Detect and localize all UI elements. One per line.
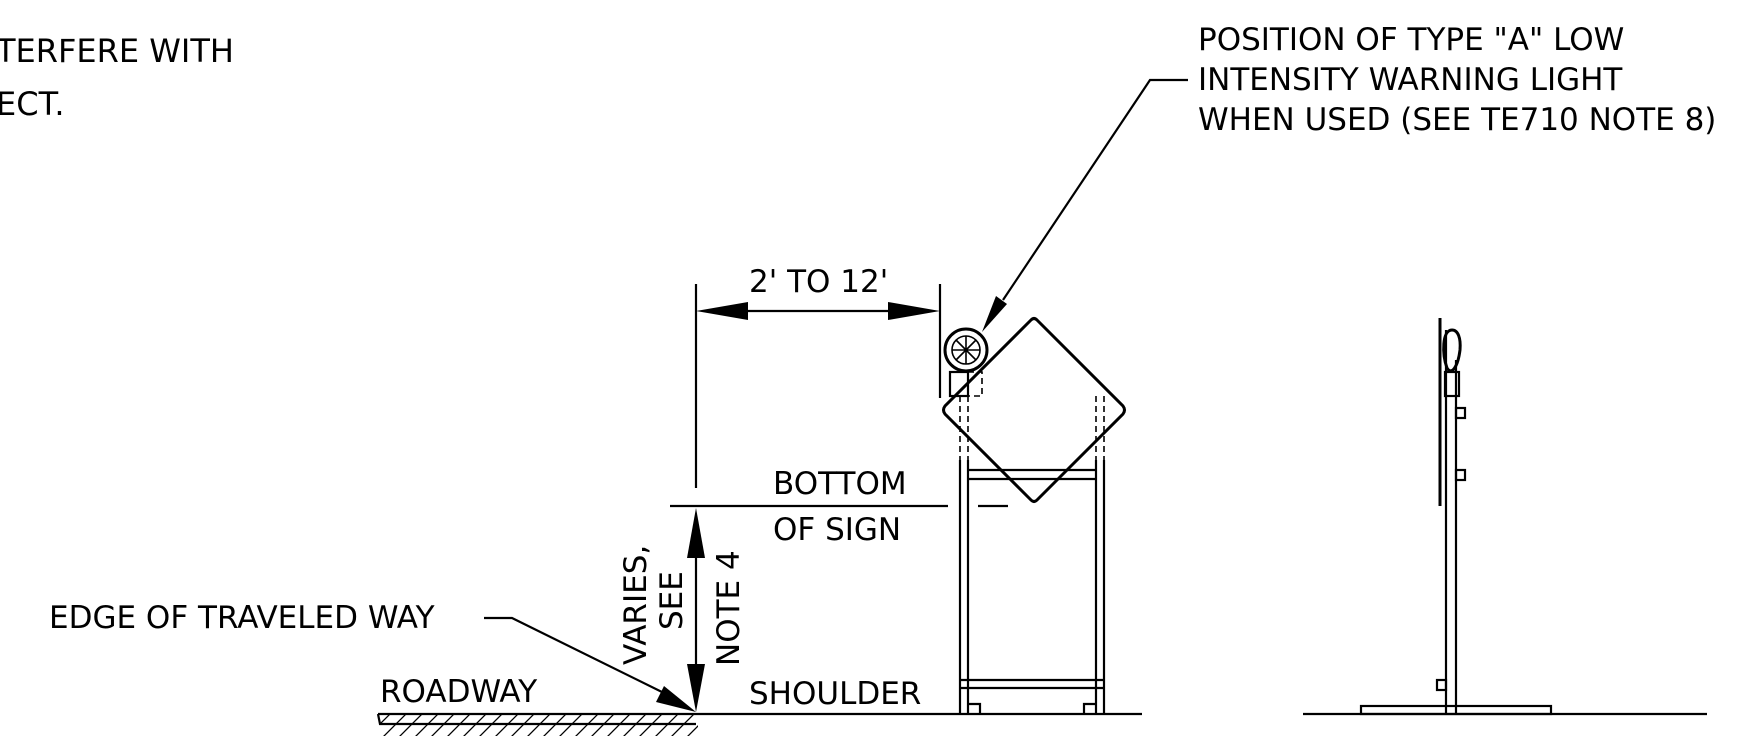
right-foot	[1082, 702, 1096, 714]
side-warning-light-icon	[1442, 328, 1462, 373]
edge-of-traveled-way: EDGE OF TRAVELED WAY	[49, 600, 696, 712]
warning-light-callout: POSITION OF TYPE "A" LOW INTENSITY WARNI…	[982, 22, 1716, 332]
offset-dimension-label: 2' TO 12'	[749, 264, 888, 300]
bottom-of-sign-label-2: OF SIGN	[773, 512, 901, 548]
callout-arrowhead	[982, 296, 1007, 332]
side-clip-base	[1435, 678, 1448, 692]
callout-line-2: INTENSITY WARNING LIGHT	[1198, 62, 1623, 98]
note-line-2: ECT.	[0, 85, 64, 123]
offset-arrow-right	[888, 302, 940, 320]
diamond-sign-face	[942, 317, 1126, 503]
roadway-label: ROADWAY	[380, 674, 537, 710]
left-foot	[968, 702, 982, 714]
height-dimension: VARIES, SEE NOTE 4	[618, 508, 747, 712]
bottom-of-sign-reference: BOTTOM OF SIGN	[670, 466, 1008, 548]
bottom-of-sign-label-1: BOTTOM	[773, 466, 907, 502]
light-mount-hidden	[967, 371, 983, 397]
note-line-1: TERFERE WITH	[0, 32, 234, 70]
general-note: TERFERE WITH ECT.	[0, 32, 234, 123]
warning-light-icon	[943, 327, 989, 373]
edge-arrowhead	[656, 686, 696, 712]
height-label-2: SEE	[654, 571, 690, 630]
callout-line-3: WHEN USED (SEE TE710 NOTE 8)	[1198, 102, 1716, 138]
height-arrow-bottom	[687, 664, 705, 712]
right-hidden-sleeve	[1095, 396, 1105, 460]
side-clip-lower	[1454, 468, 1467, 482]
edge-leader-line	[484, 616, 667, 695]
left-hidden-sleeve	[959, 396, 969, 460]
shoulder-label: SHOULDER	[749, 676, 921, 712]
edge-of-traveled-way-label: EDGE OF TRAVELED WAY	[49, 600, 435, 636]
side-base-plate	[1359, 704, 1553, 716]
height-label-1: VARIES,	[618, 545, 654, 665]
height-arrow-top	[687, 508, 705, 558]
sign-stand-side-view	[1359, 318, 1553, 716]
offset-dimension: 2' TO 12'	[694, 264, 942, 488]
height-label-3: NOTE 4	[711, 550, 747, 666]
offset-arrow-left	[696, 302, 748, 320]
side-clip-upper	[1454, 406, 1467, 420]
roadway-surface	[376, 712, 1707, 736]
callout-leader-line	[1002, 78, 1188, 301]
sign-stand-front-view	[942, 317, 1126, 714]
roadway-pavement-outline	[376, 713, 696, 726]
callout-line-1: POSITION OF TYPE "A" LOW	[1198, 22, 1624, 58]
